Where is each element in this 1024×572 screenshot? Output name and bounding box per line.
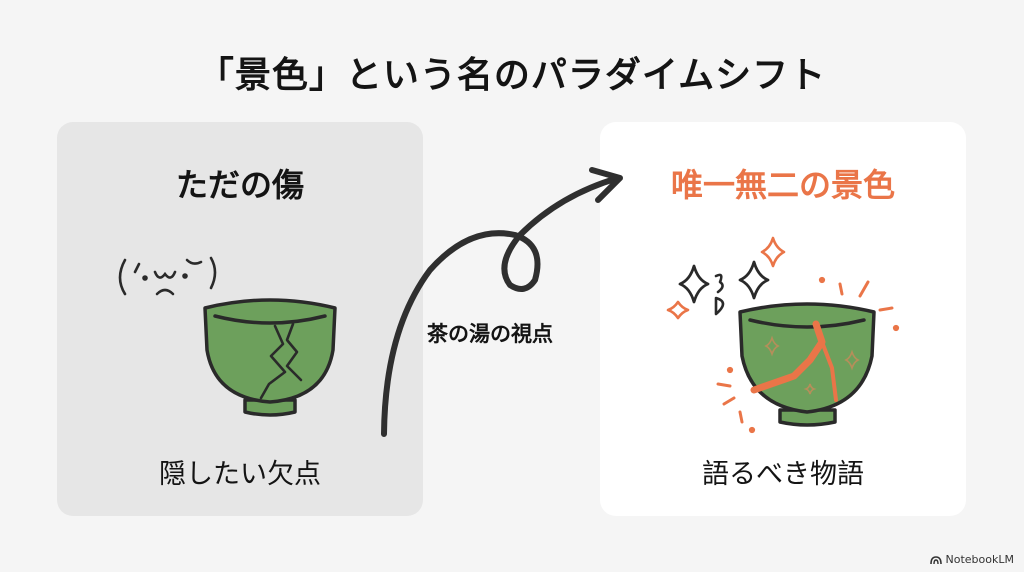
- sparkle-kaomoji-icon: [666, 236, 786, 320]
- sad-kaomoji-icon: [118, 256, 217, 296]
- kintsugi-bowl-icon: [716, 276, 900, 434]
- before-heading: ただの傷: [175, 166, 304, 204]
- before-card: ただの傷 隠したい欠点: [57, 122, 423, 516]
- transition-label: 茶の湯の視点: [427, 322, 553, 346]
- cracked-bowl-icon: [203, 298, 337, 417]
- watermark: NotebookLM: [929, 553, 1014, 566]
- notebooklm-logo-icon: [929, 555, 942, 564]
- after-card: 唯一無二の景色: [600, 122, 966, 516]
- after-caption: 語るべき物語: [702, 459, 864, 490]
- before-caption: 隠したい欠点: [159, 459, 321, 490]
- after-heading: 唯一無二の景色: [670, 166, 895, 204]
- page-title: 「景色」という名のパラダイムシフト: [197, 55, 827, 96]
- watermark-text: NotebookLM: [945, 553, 1014, 566]
